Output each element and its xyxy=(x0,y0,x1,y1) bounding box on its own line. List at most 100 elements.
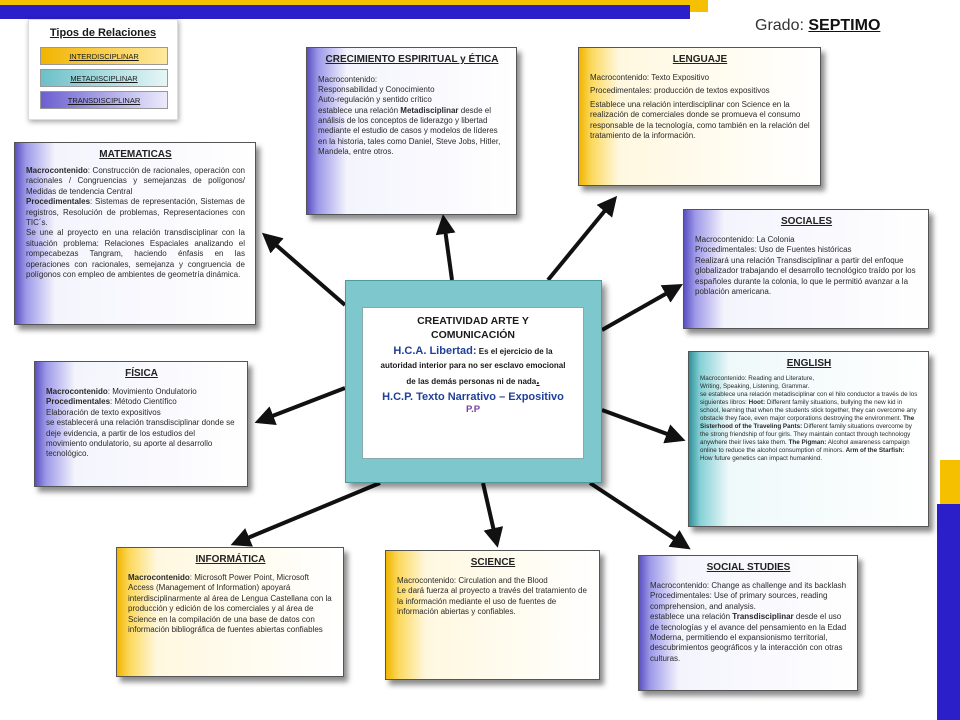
arrow-english xyxy=(601,408,686,444)
label-bold: Procedimentales xyxy=(46,397,111,407)
central-topic-content: CREATIVIDAD ARTE Y COMUNICACIÓN H.C.A. L… xyxy=(362,307,584,459)
box-line: Realizará una relación Transdisciplinar … xyxy=(695,255,916,296)
box-body: Macrocontenido: Reading and Literature, … xyxy=(700,375,918,464)
central-title-line2: COMUNICACIÓN xyxy=(431,329,515,342)
box-line: Macrocontenido: Change as challenge and … xyxy=(650,581,847,590)
pp-text: P.P xyxy=(465,404,481,416)
box-informatica: INFORMÁTICA Macrocontenido: Microsoft Po… xyxy=(116,547,344,677)
box-body: Macrocontenido: Construcción de racional… xyxy=(26,166,245,280)
hca-text-run: Es el ejercicio de la xyxy=(478,347,553,357)
text-run: How future genetics can impact humankind… xyxy=(700,455,823,463)
box-fisica: FÍSICA Macrocontenido: Movimiento Ondula… xyxy=(34,361,248,487)
box-body: Macrocontenido: Change as challenge and … xyxy=(650,581,847,664)
hca-end: . xyxy=(536,372,540,387)
arrow-informatica xyxy=(230,481,381,547)
box-body: Macrocontenido: Texto Expositivo Procedi… xyxy=(590,73,810,141)
box-title: SOCIALES xyxy=(780,216,833,227)
grade-prefix: Grado: xyxy=(755,17,804,34)
box-line: Macrocontenido: Texto Expositivo xyxy=(590,73,710,82)
relation-types-legend: Tipos de Relaciones INTERDISCIPLINAR MET… xyxy=(28,19,178,120)
box-body: Macrocontenido: Microsoft Power Point, M… xyxy=(128,573,333,635)
box-paragraph: se establece una relación metadisciplina… xyxy=(700,391,918,463)
grade-value: SEPTIMO xyxy=(808,17,881,34)
box-paragraph: establece una relación Metadisciplinar d… xyxy=(318,106,506,158)
text-run: se establece una relación metadisciplina… xyxy=(700,391,918,407)
text-run: Different family situations overcome by … xyxy=(700,423,912,447)
legend-item-metadisciplinar: METADISCIPLINAR xyxy=(40,69,168,87)
box-science: SCIENCE Macrocontenido: Circulation and … xyxy=(385,550,600,680)
book-title: The Pigman: xyxy=(788,439,827,447)
book-title: Arm of the Starfish: xyxy=(845,447,905,455)
box-line: Procedimentales: Uso de Fuentes históric… xyxy=(695,245,852,255)
box-matematicas: MATEMATICAS Macrocontenido: Construcción… xyxy=(14,142,256,325)
text-run: establece una relación xyxy=(318,105,401,115)
legend-item-interdisciplinar: INTERDISCIPLINAR xyxy=(40,47,168,65)
label-bold: Procedimentales xyxy=(26,197,91,207)
label-bold: Macrocontenido xyxy=(46,387,108,396)
box-paragraph: Procedimentales: Sistemas de representac… xyxy=(26,197,245,228)
box-line: Writing, Speaking, Listening, Grammar. xyxy=(700,383,810,391)
box-line: Auto-regulación y sentido crítico xyxy=(318,95,432,105)
text-run: : Método Científico xyxy=(110,397,177,407)
box-lenguaje: LENGUAJE Macrocontenido: Texto Expositiv… xyxy=(578,47,821,186)
book-title: The Sisterhood of the Traveling Pants: xyxy=(700,415,915,431)
label-bold: Macrocontenido xyxy=(26,166,88,175)
box-paragraph: Se une al proyecto en una relación trans… xyxy=(26,228,245,279)
text-run: Alcohol awareness campaign online to red… xyxy=(700,439,910,455)
box-paragraph: Procedimentales: Método Científico xyxy=(46,397,237,407)
relation-type: Transdisciplinar xyxy=(732,612,794,622)
text-run: : Movimiento Ondulatorio xyxy=(107,387,197,396)
box-body: Macrocontenido: Circulation and the Bloo… xyxy=(397,576,589,618)
arrow-science xyxy=(481,482,504,548)
text-run: desde el análisis de los conceptos de li… xyxy=(318,105,501,157)
box-paragraph: Macrocontenido: Construcción de racional… xyxy=(26,166,245,197)
box-title: MATEMATICAS xyxy=(99,149,172,160)
box-title: ENGLISH xyxy=(786,358,832,369)
text-run: Different family situations, bullying th… xyxy=(700,399,917,423)
arrow-fisica xyxy=(254,386,346,426)
box-body: Macrocontenido: Responsabilidad y Conoci… xyxy=(318,75,506,158)
box-paragraph: Macrocontenido: Movimiento Ondulatorio xyxy=(46,387,237,397)
box-line: Macrocontenido: Circulation and the Bloo… xyxy=(397,576,548,585)
legend-item-transdisciplinar: TRANSDISCIPLINAR xyxy=(40,91,168,109)
box-line: Le dará fuerza al proyecto a través del … xyxy=(397,586,587,617)
arrow-crecimiento xyxy=(435,214,456,281)
top-band xyxy=(0,0,690,5)
box-sociales: SOCIALES Macrocontenido: La Colonia Proc… xyxy=(683,209,929,329)
box-title: CRECIMIENTO ESPIRITUAL y ÉTICA xyxy=(325,54,499,65)
box-english: ENGLISH Macrocontenido: Reading and Lite… xyxy=(688,351,929,527)
box-body: Macrocontenido: Movimiento Ondulatorio P… xyxy=(46,387,237,460)
box-line: Elaboración de texto expositivos xyxy=(46,407,161,417)
top-bar xyxy=(0,5,690,19)
right-accent-gold xyxy=(940,460,960,505)
right-accent-purple xyxy=(937,504,960,720)
arrow-social-studies xyxy=(588,481,691,550)
text-run: : Microsoft Power Point, Microsoft Acces… xyxy=(128,573,332,634)
hcp-text: H.C.P. Texto Narrativo – Expositivo xyxy=(382,391,564,404)
top-accent xyxy=(690,0,708,12)
arrow-sociales xyxy=(601,284,683,332)
box-paragraph: establece una relación Transdisciplinar … xyxy=(650,612,847,664)
hca-text-run: autoridad interior para no ser esclavo e… xyxy=(380,361,566,371)
hca-label: H.C.A. Libertad: xyxy=(393,345,477,358)
box-paragraph: Macrocontenido: Microsoft Power Point, M… xyxy=(128,573,333,635)
box-crecimiento-espiritual: CRECIMIENTO ESPIRITUAL y ÉTICA Macrocont… xyxy=(306,47,517,215)
text-run: desde el uso de tecnologías y el avance … xyxy=(650,612,847,663)
box-line: Responsabilidad y Conocimiento xyxy=(318,84,435,94)
box-line: Establece una relación interdisciplinar … xyxy=(590,99,810,140)
box-title: INFORMÁTICA xyxy=(195,554,266,565)
box-line: Macrocontenido: La Colonia xyxy=(695,235,795,244)
box-title: SOCIAL STUDIES xyxy=(706,562,791,573)
hca-text: H.C.A. Libertad: Es el ejercicio de la a… xyxy=(363,344,583,389)
hca-text-run: de las demás personas ni de nada xyxy=(406,376,537,386)
box-line: Procedimentales: Use of primary sources,… xyxy=(650,591,828,611)
box-line: Procedimentales: producción de textos ex… xyxy=(590,86,770,96)
text-run: : Sistemas de representación, Sistemas d… xyxy=(26,197,245,227)
box-title: SCIENCE xyxy=(470,557,516,568)
arrow-matematicas xyxy=(261,232,347,307)
box-line: Macrocontenido: xyxy=(318,74,378,84)
box-title: FÍSICA xyxy=(125,368,158,379)
text-run: establece una relación xyxy=(650,612,733,622)
central-topic: CREATIVIDAD ARTE Y COMUNICACIÓN H.C.A. L… xyxy=(345,280,602,483)
